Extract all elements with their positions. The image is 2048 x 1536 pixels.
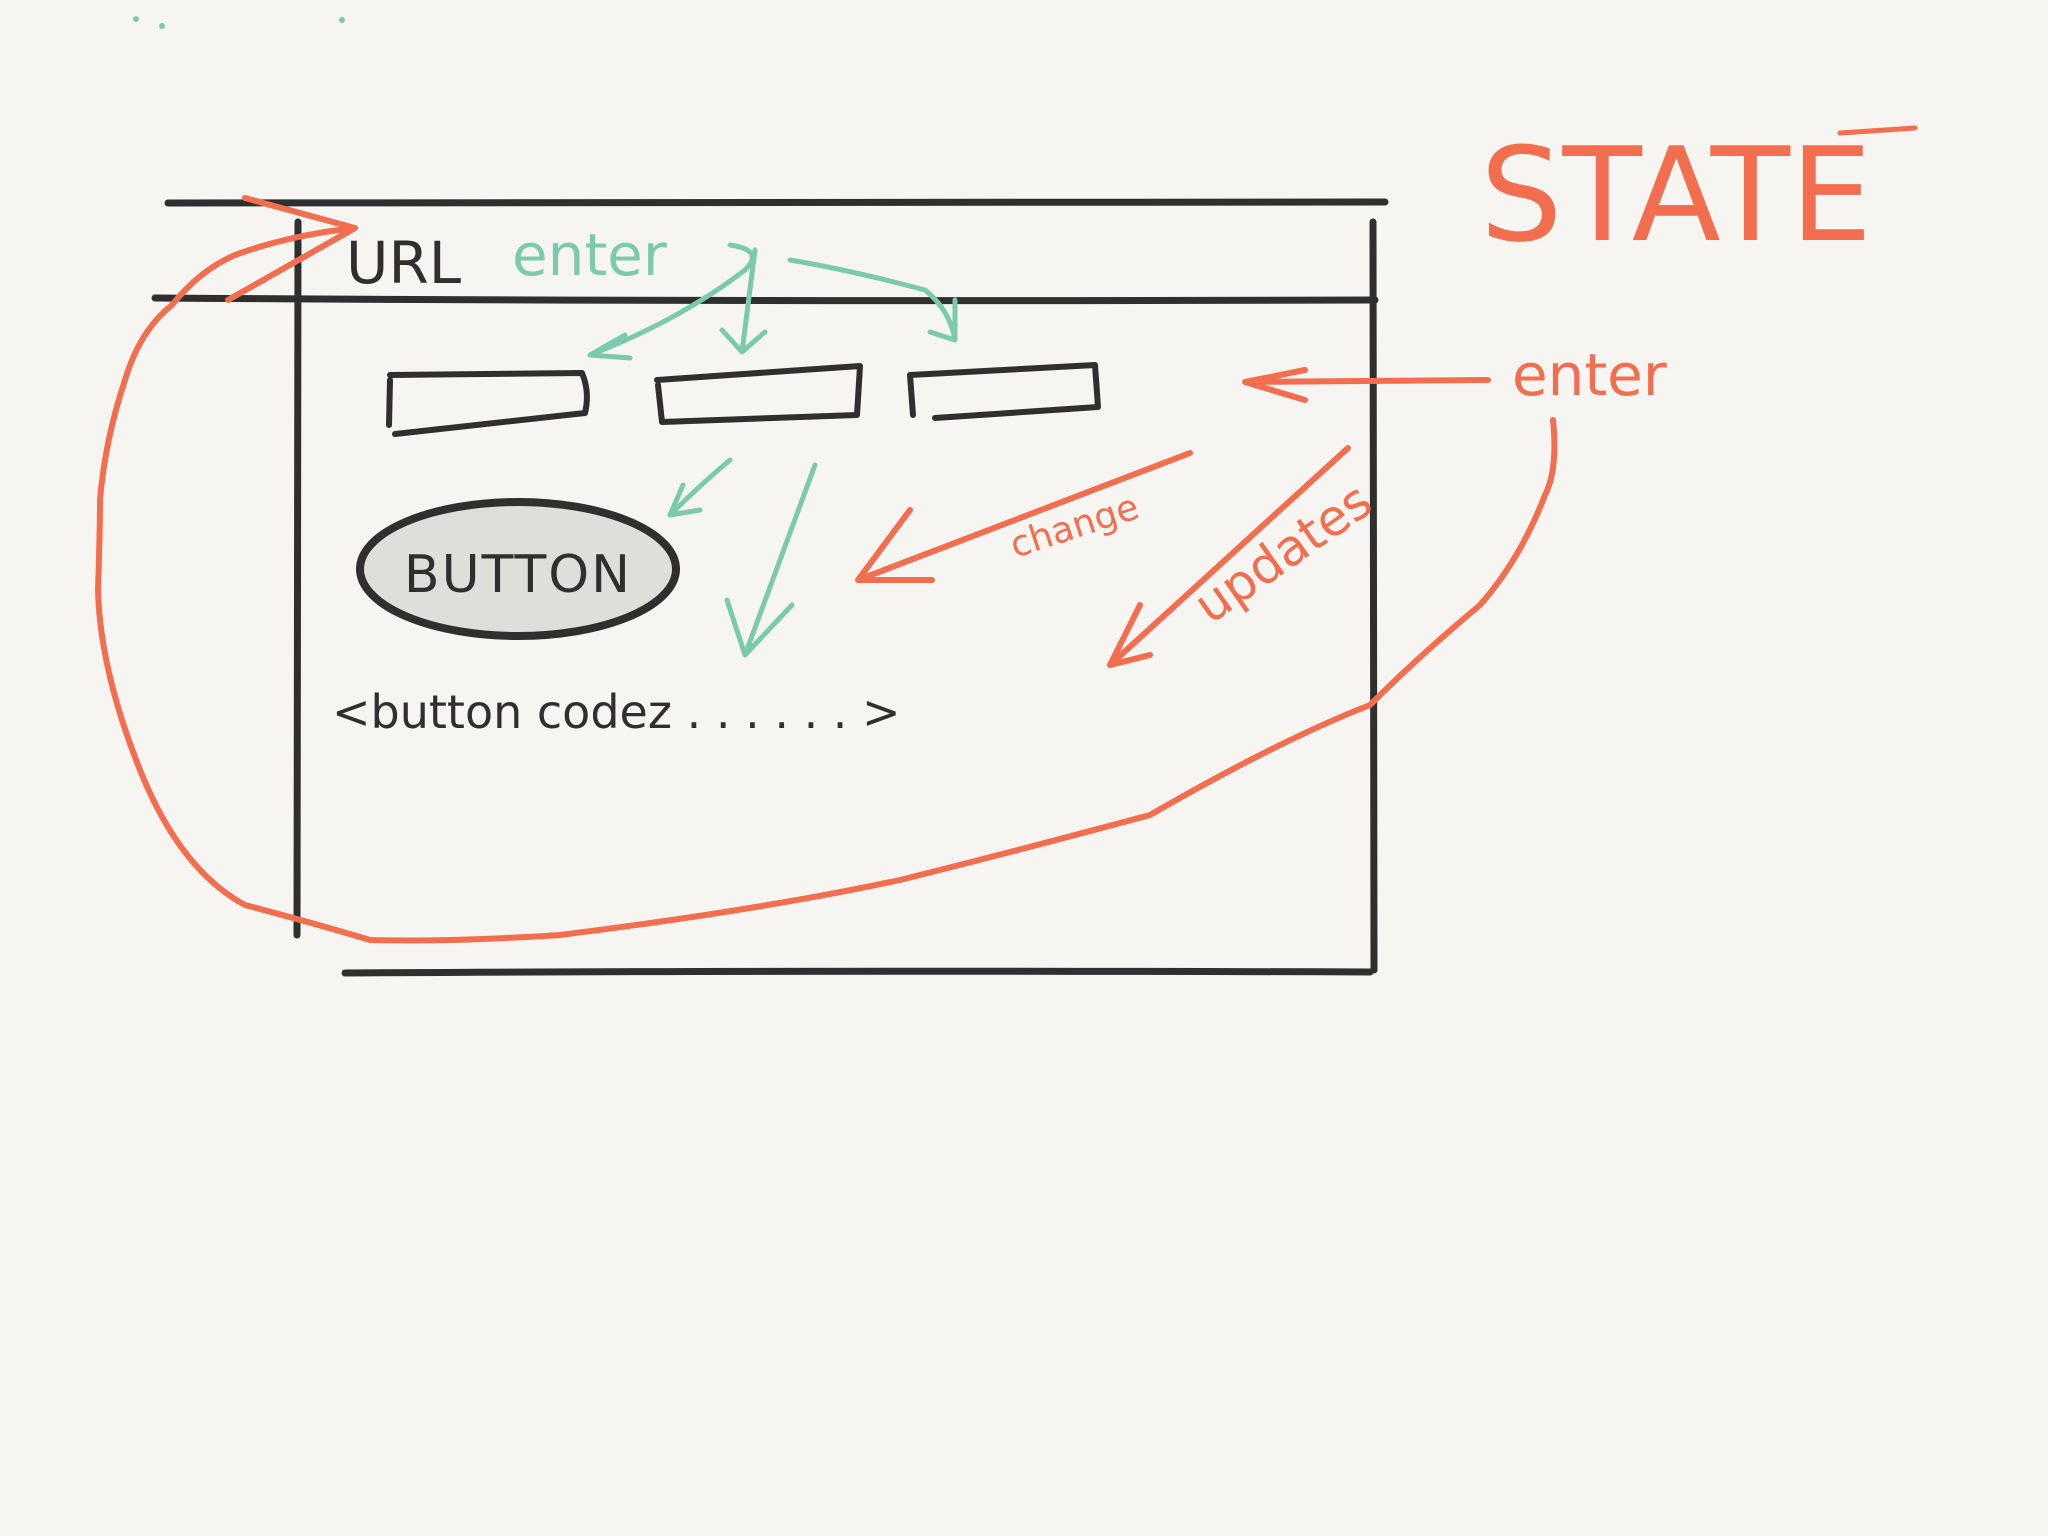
orange-loop-to-url — [95, 195, 1558, 944]
url-bar-divider — [151, 294, 1379, 305]
url-enter-label: enter — [512, 221, 667, 289]
window-top-border — [164, 197, 1389, 207]
button-label: BUTTON — [404, 545, 632, 605]
input-field-3 — [907, 362, 1101, 421]
teal-arrow-to-code — [724, 462, 818, 658]
teal-arrow-to-input-1 — [587, 242, 755, 361]
state-label: STATE — [1480, 119, 1872, 271]
teal-arrow-to-input-2 — [719, 247, 768, 355]
stray-dots — [133, 16, 345, 29]
teal-arrows — [587, 242, 958, 658]
input-field-1 — [386, 370, 590, 437]
button-code-label: <button codez . . . . . . > — [332, 685, 901, 739]
state-enter-label: enter — [1512, 341, 1667, 409]
state-underline-stroke — [1837, 125, 1918, 136]
teal-arrow-to-input-3 — [787, 257, 958, 343]
orange-arrow-to-code — [1107, 445, 1351, 668]
teal-arrow-to-button — [667, 457, 733, 518]
orange-arrow-to-button — [855, 450, 1193, 583]
button-shape — [356, 498, 680, 640]
window-right-border — [1369, 218, 1378, 974]
window-bottom-border — [341, 967, 1374, 977]
orange-arrow-to-inputs — [1242, 367, 1491, 403]
orange-arrows — [95, 195, 1558, 944]
input-fields — [386, 362, 1101, 437]
url-label: URL — [346, 229, 461, 297]
input-field-2 — [654, 363, 863, 425]
updates-label: updates — [1184, 471, 1383, 635]
window-left-border — [293, 218, 302, 939]
browser-window-frame — [151, 197, 1389, 977]
